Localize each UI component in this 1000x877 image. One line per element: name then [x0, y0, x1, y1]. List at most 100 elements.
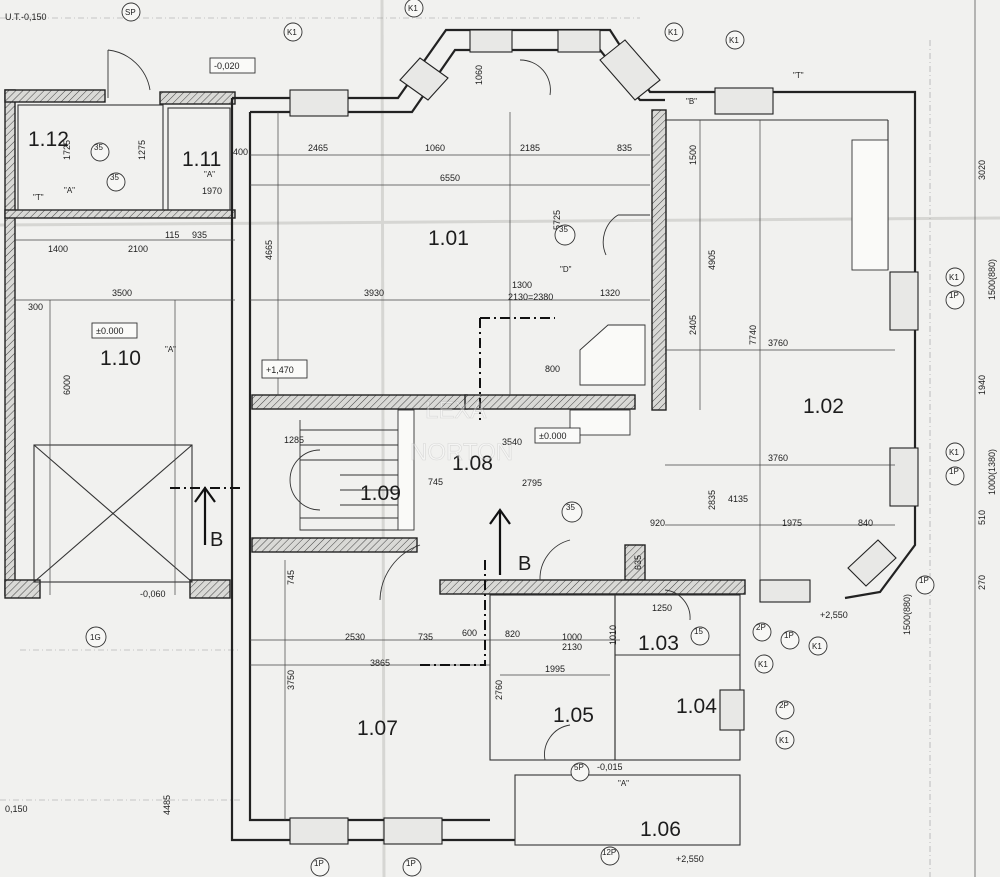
room-1-08: 1.08 — [452, 452, 493, 475]
tag-35: 35 — [559, 225, 568, 234]
window — [719, 689, 745, 731]
dim-935: 935 — [192, 230, 207, 240]
dim-1060: 1060 — [425, 143, 445, 153]
tag-k1: K1 — [949, 448, 959, 457]
tag-a: "A" — [204, 170, 215, 179]
tag-1p: 1P — [949, 467, 959, 476]
tag-k1: K1 — [779, 736, 789, 745]
annex-walls — [4, 89, 236, 599]
dim-2185: 2185 — [520, 143, 540, 153]
watermark-line-1: LEXA — [425, 397, 486, 424]
dim-1500-880-right: 1500(880) — [987, 259, 997, 300]
section-line-b — [170, 317, 555, 666]
room-1-10: 1.10 — [100, 347, 141, 370]
room-1-12: 1.12 — [28, 128, 69, 151]
section-label-b-left: B — [210, 529, 223, 551]
room-1-01: 1.01 — [428, 227, 469, 250]
tag-1p: 1P — [949, 291, 959, 300]
dim-1940: 1940 — [977, 375, 987, 395]
windows — [289, 29, 919, 845]
elevation-minus-015: -0,015 — [597, 762, 623, 772]
tag-bubbles: K1 K1 K1 K1 K1 K1 K1 K1 K1 SP 35 35 35 3… — [33, 0, 965, 877]
dim-1300: 1300 — [512, 280, 532, 290]
room-1-03: 1.03 — [638, 632, 679, 655]
dim-270: 270 — [977, 575, 987, 590]
dim-2835: 2835 — [707, 490, 717, 510]
dim-1275: 1275 — [137, 140, 147, 160]
dim-1725: 1725 — [62, 140, 72, 160]
dim-3750: 3750 — [286, 670, 296, 690]
tag-2p: 2P — [756, 623, 766, 632]
elevation-markers: U.T.-0,150 -0,020 ±0.000 ±0.000 +1,470 -… — [5, 12, 848, 864]
dim-4485: 4485 — [162, 795, 172, 815]
tag-35: 35 — [110, 173, 119, 182]
section-label-b-right: B — [518, 553, 531, 575]
tag-t: "T" — [793, 71, 804, 80]
window — [889, 271, 919, 331]
room-1-06: 1.06 — [640, 818, 681, 841]
dim-3930: 3930 — [364, 288, 384, 298]
dim-3020: 3020 — [977, 160, 987, 180]
elevation-plus-2550-b: +2,550 — [676, 854, 704, 864]
dim-2795: 2795 — [522, 478, 542, 488]
dim-300: 300 — [28, 302, 43, 312]
window — [889, 447, 919, 507]
tag-35: 35 — [566, 503, 575, 512]
dim-3500: 3500 — [112, 288, 132, 298]
window — [383, 817, 443, 845]
dim-1500-880: 1500(880) — [902, 594, 912, 635]
room-1-02: 1.02 — [803, 395, 844, 418]
tag-k1: K1 — [729, 36, 739, 45]
window — [289, 817, 349, 845]
dim-745: 745 — [428, 477, 443, 487]
elevation-plus-1470: +1,470 — [266, 365, 294, 375]
dimension-texts: 2465 1060 2185 835 6550 3930 1300 2130=2… — [28, 65, 997, 815]
dim-5725: 5725 — [552, 210, 562, 230]
tag-12p: 12P — [602, 848, 616, 857]
elevation-zero-108: ±0.000 — [539, 431, 566, 441]
tag-a: "A" — [64, 186, 75, 195]
window — [399, 57, 449, 101]
tag-k1: K1 — [758, 660, 768, 669]
tag-a: "A" — [618, 779, 629, 788]
elevation-plus-2550-a: +2,550 — [820, 610, 848, 620]
tag-1p: 1P — [919, 576, 929, 585]
watermark: LEXA NORTON — [410, 397, 514, 467]
dim-115: 115 — [165, 230, 179, 240]
room-1-09: 1.09 — [360, 482, 401, 505]
stair — [289, 409, 415, 531]
room-1-05: 1.05 — [553, 704, 594, 727]
tag-35: 35 — [94, 143, 103, 152]
room-1-04: 1.04 — [676, 695, 717, 718]
dim-1000: 1000 — [562, 632, 582, 642]
tag-2p: 2P — [779, 701, 789, 710]
grid-lines — [0, 17, 931, 877]
dim-1970: 1970 — [202, 186, 222, 196]
tag-15: 15 — [694, 627, 703, 636]
dim-2130: 2130 — [562, 642, 582, 652]
room-1-11: 1.11 — [182, 148, 221, 171]
tag-t: "T" — [33, 193, 44, 202]
paper-crease — [380, 0, 386, 877]
dim-400: 400 — [233, 147, 248, 157]
dim-835: 835 — [617, 143, 632, 153]
dim-510: 510 — [977, 510, 987, 525]
window — [599, 39, 661, 101]
dim-3540: 3540 — [502, 437, 522, 447]
room-labels: 1.01 1.02 1.03 1.04 1.05 1.06 1.07 1.08 … — [28, 128, 844, 841]
dim-3865: 3865 — [370, 658, 390, 668]
tag-a: "A" — [165, 345, 176, 354]
tag-k1: K1 — [408, 4, 418, 13]
dim-1400: 1400 — [48, 244, 68, 254]
dim-1010: 1010 — [608, 625, 618, 645]
dim-2465: 2465 — [308, 143, 328, 153]
dim-2405: 2405 — [688, 315, 698, 335]
dim-1320: 1320 — [600, 288, 620, 298]
elevation-zero-110: ±0.000 — [96, 326, 123, 336]
elevation-left-150: 0,150 — [5, 804, 28, 814]
window — [469, 29, 513, 53]
tag-sp: SP — [125, 8, 136, 17]
tag-1p: 1P — [784, 631, 794, 640]
elevation-minus-060: -0,060 — [140, 589, 166, 599]
